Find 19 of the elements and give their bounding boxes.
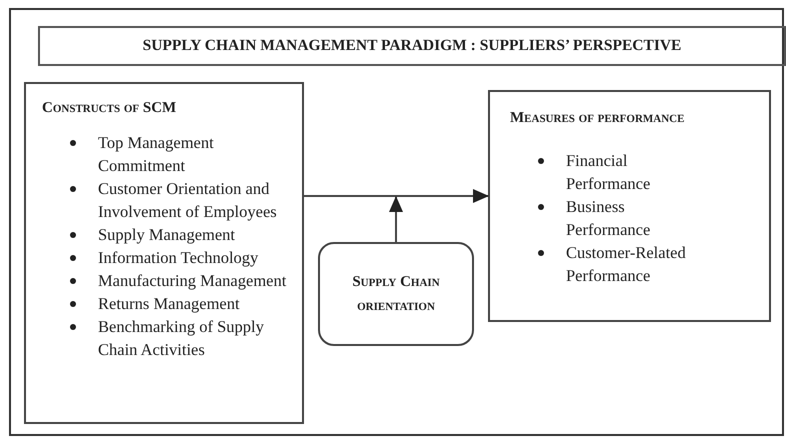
box-heading: Supply Chain orientation bbox=[351, 273, 441, 316]
list-item: Business Performance bbox=[566, 197, 650, 239]
list-item: Top Management Commitment bbox=[98, 133, 214, 175]
rounded-box bbox=[318, 242, 474, 346]
list-item: Returns Management bbox=[98, 294, 240, 313]
box-heading: Measures of performance bbox=[510, 110, 686, 127]
arrow bbox=[389, 196, 403, 242]
process-box bbox=[24, 82, 304, 424]
title: SUPPLY CHAIN MANAGEMENT PARADIGM : SUPPLIERS’ PERSPECTIVE bbox=[142, 37, 682, 55]
list-item: Information Technology bbox=[98, 248, 258, 267]
list-item: Manufacturing Management bbox=[98, 271, 286, 290]
process-box bbox=[488, 90, 771, 322]
arrow bbox=[304, 189, 489, 203]
list-item: Customer-Related Performance bbox=[566, 243, 686, 285]
list-item: Customer Orientation and Involvement of Employees bbox=[98, 179, 277, 221]
list-item: Financial Performance bbox=[566, 151, 650, 193]
list-item: Supply Management bbox=[98, 225, 236, 244]
list-item: Benchmarking of Supply Chain Activities bbox=[98, 317, 264, 359]
box-heading: Constructs of SCM bbox=[42, 100, 178, 117]
